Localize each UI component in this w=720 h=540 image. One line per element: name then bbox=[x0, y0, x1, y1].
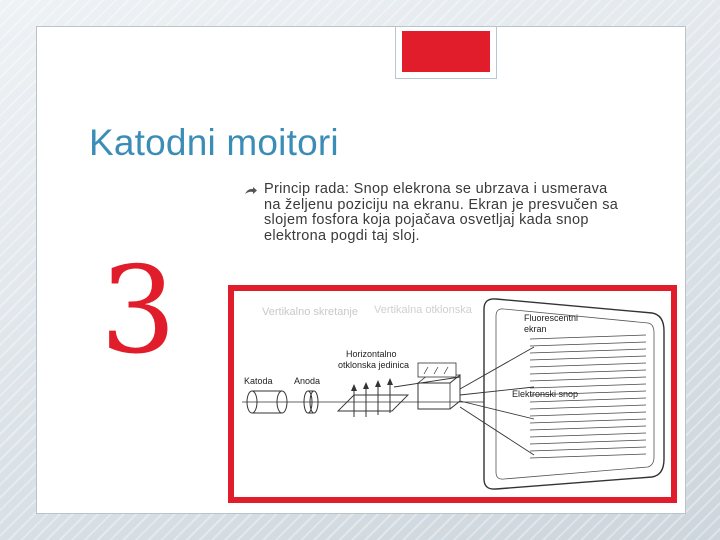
label-screen-1: Fluorescentni bbox=[524, 313, 578, 323]
slide-number: 3 bbox=[100, 242, 177, 381]
label-screen-2: ekran bbox=[524, 324, 547, 334]
svg-text:Vertikalna otklonska: Vertikalna otklonska bbox=[374, 304, 473, 316]
label-katoda: Katoda bbox=[244, 376, 273, 386]
decorative-red-tab bbox=[395, 27, 497, 79]
label-anoda: Anoda bbox=[294, 376, 320, 386]
svg-text:Vertikalno skretanje: Vertikalno skretanje bbox=[262, 306, 358, 318]
slide-title: Katodni moitori bbox=[89, 122, 339, 163]
bullet-text: Princip rada: Snop elekrona se ubrzava i… bbox=[264, 181, 619, 244]
decorative-bullet-icon bbox=[245, 187, 257, 194]
label-horizontal-2: otklonska jedinica bbox=[338, 360, 409, 370]
label-beam: Elektronski snop bbox=[512, 389, 578, 399]
label-horizontal-1: Horizontalno bbox=[346, 349, 397, 359]
crt-diagram: Vertikalno skretanje Vertikalna otklonsk… bbox=[228, 285, 677, 503]
